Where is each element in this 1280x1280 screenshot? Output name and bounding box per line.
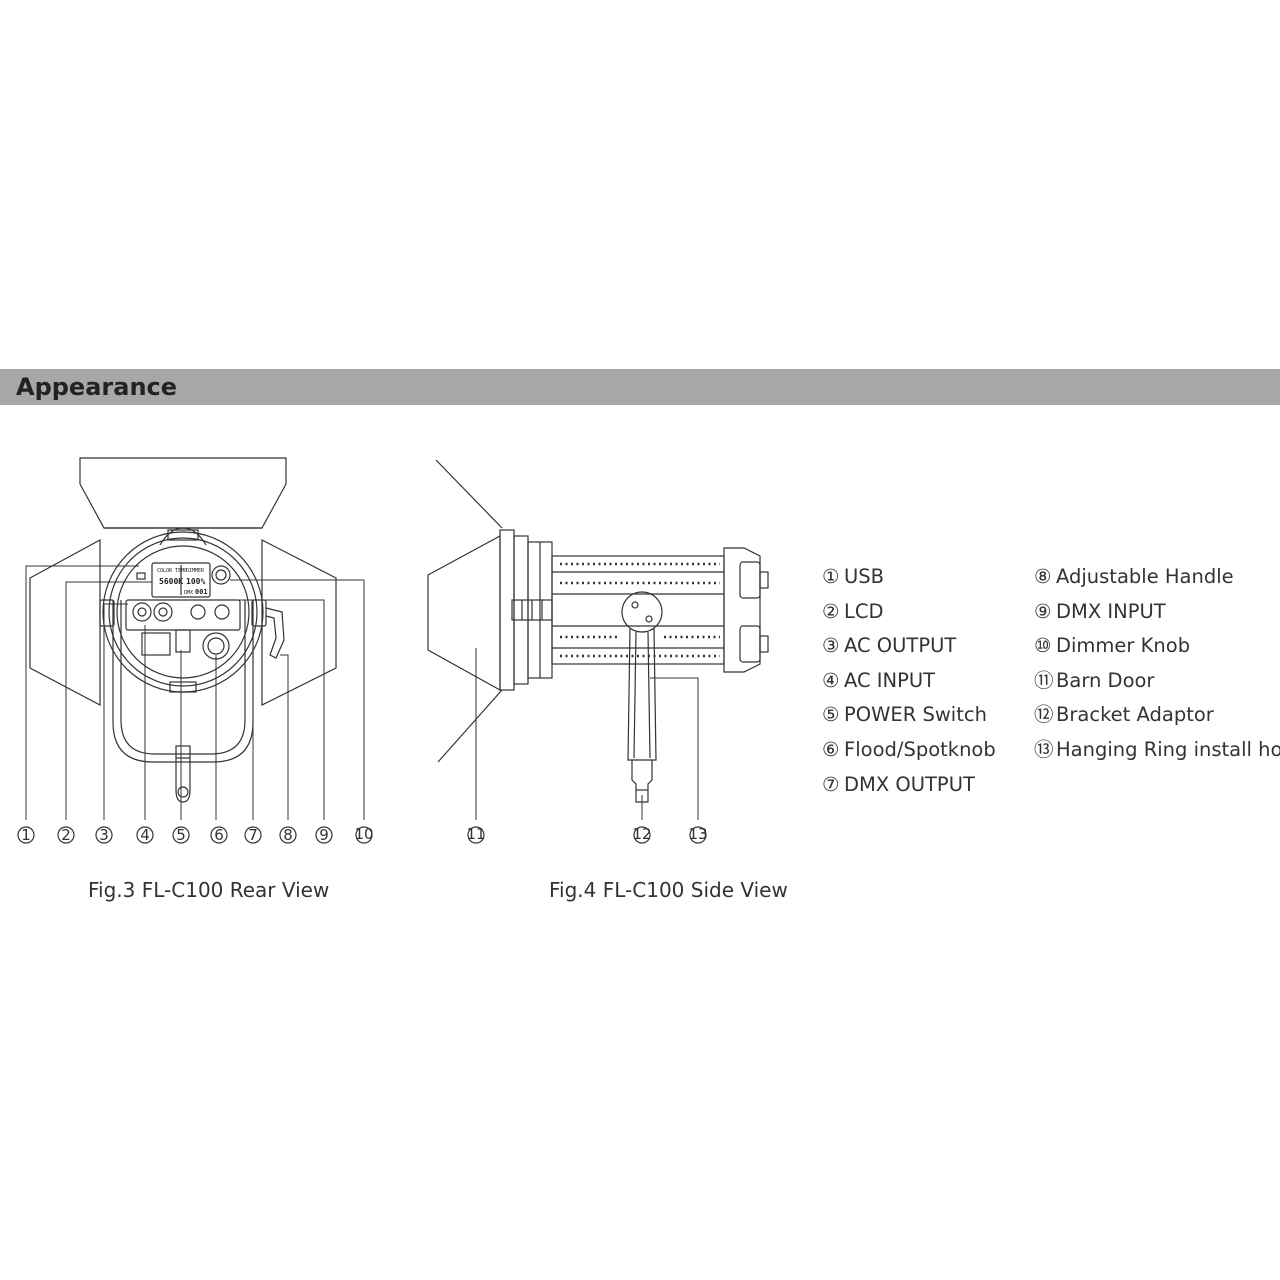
legend-label: Hanging Ring install hole — [1056, 737, 1280, 761]
svg-text:4: 4 — [140, 826, 150, 844]
legend-label: Adjustable Handle — [1056, 565, 1234, 588]
callout-12: 12 — [632, 825, 652, 844]
svg-text:10: 10 — [354, 825, 373, 843]
side-view-caption: Fig.4 FL-C100 Side View — [549, 878, 788, 902]
legend-label: Bracket Adaptor — [1056, 703, 1214, 727]
legend-label: DMX OUTPUT — [844, 772, 975, 796]
section-header-bar: Appearance — [0, 369, 1280, 405]
lcd-dimmer-label: DIMMER — [186, 568, 205, 574]
callout-7: 7 — [244, 826, 262, 844]
legend-label: POWER Switch — [844, 703, 987, 727]
callout-4: 4 — [136, 826, 154, 844]
svg-text:5: 5 — [176, 826, 186, 844]
legend-label: AC INPUT — [844, 668, 936, 692]
legend-label: USB — [844, 565, 885, 588]
svg-text:11: 11 — [466, 825, 485, 843]
lcd-colortemp-label: COLOR TEMP — [157, 568, 187, 574]
legend-label: LCD — [844, 599, 884, 623]
side-callouts: 11 12 13 — [466, 825, 708, 844]
side-fins — [560, 562, 720, 658]
side-view-drawing — [427, 459, 769, 803]
rear-leader-lines — [25, 565, 365, 820]
callout-3: 3 — [95, 826, 113, 844]
callout-8: 8 — [279, 826, 297, 844]
lcd-dmx-label: DMX — [184, 590, 193, 596]
callout-11: 11 — [466, 825, 486, 844]
callout-1: 1 — [17, 826, 35, 844]
rear-view-caption: Fig.3 FL-C100 Rear View — [88, 878, 330, 902]
legend-label: DMX INPUT — [1056, 599, 1166, 623]
rear-view-drawing — [29, 457, 337, 803]
svg-text:8: 8 — [283, 826, 293, 844]
svg-text:3: 3 — [99, 826, 109, 844]
lcd-dmx-value: 001 — [195, 588, 208, 596]
side-leader-lines — [475, 648, 699, 820]
legend-label: Flood/Spotknob — [844, 737, 996, 761]
svg-text:13: 13 — [688, 825, 707, 843]
svg-text:9: 9 — [319, 826, 329, 844]
legend-label: Dimmer Knob — [1056, 634, 1191, 658]
svg-text:2: 2 — [61, 826, 71, 844]
callout-5: 5 — [172, 826, 190, 844]
callout-2: 2 — [57, 826, 75, 844]
legend-label: Barn Door — [1056, 668, 1155, 692]
svg-text:7: 7 — [248, 826, 258, 844]
lcd-colortemp-value: 5600K — [159, 577, 183, 586]
callout-10: 10 — [354, 825, 374, 844]
svg-text:1: 1 — [21, 826, 31, 844]
svg-text:12: 12 — [632, 825, 651, 843]
callout-13: 13 — [688, 825, 708, 844]
callout-9: 9 — [315, 826, 333, 844]
lcd-dimmer-value: 100% — [186, 577, 205, 586]
callout-6: 6 — [210, 826, 228, 844]
section-title: Appearance — [16, 373, 178, 401]
legend-label: AC OUTPUT — [844, 634, 957, 658]
rear-callouts: 1 2 3 4 5 6 7 8 9 10 — [17, 825, 374, 844]
svg-text:6: 6 — [214, 826, 224, 844]
